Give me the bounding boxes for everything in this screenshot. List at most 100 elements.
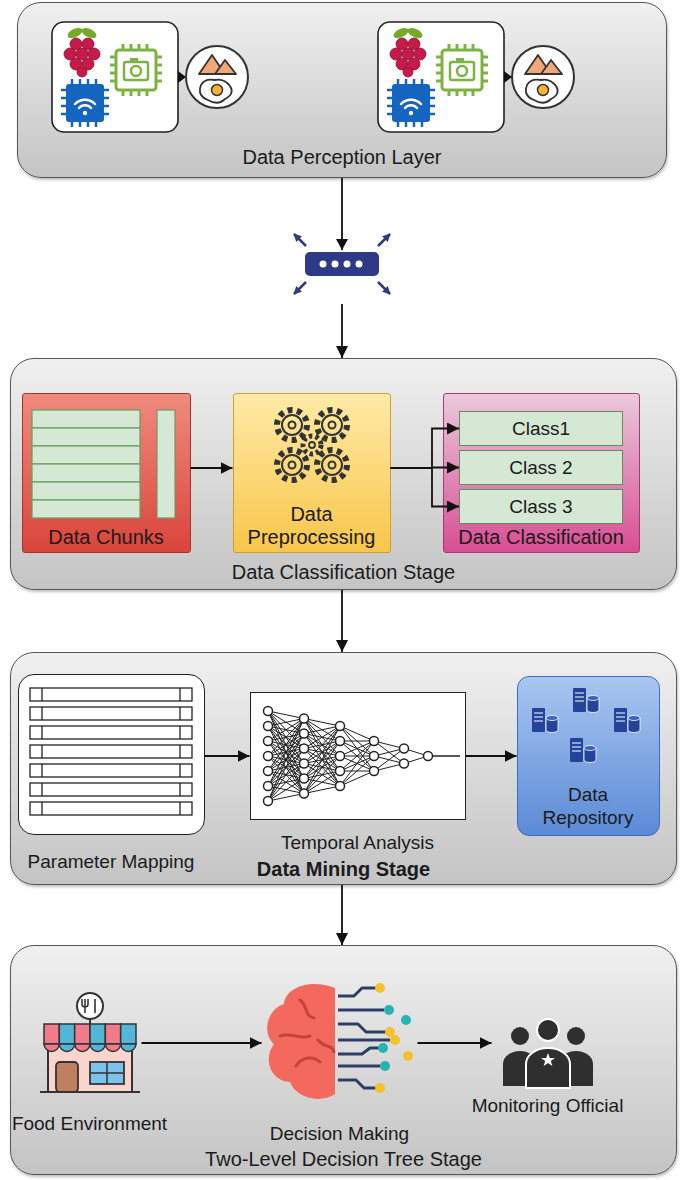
network-link	[340, 726, 374, 741]
network-neuron	[264, 782, 273, 791]
node-label: Monitoring Official	[412, 1094, 684, 1117]
network-link	[304, 719, 340, 757]
class-box: Class 2	[459, 450, 623, 485]
node-label: Class 2	[460, 451, 622, 484]
brain-node: Decision Making	[262, 982, 418, 1100]
network-link	[374, 749, 404, 772]
network-link	[304, 741, 340, 779]
router-icon	[356, 261, 363, 268]
network-neuron	[336, 722, 345, 731]
network-link	[304, 749, 340, 757]
network-link	[374, 749, 404, 757]
network-link	[304, 719, 340, 742]
network-link	[268, 749, 304, 772]
restaurant-icon	[82, 999, 95, 1013]
network-neuron	[370, 767, 379, 776]
network-neuron	[336, 752, 345, 761]
brain-icon	[267, 984, 335, 1099]
router-icon	[320, 261, 327, 268]
network-link	[374, 764, 404, 772]
gear-icon	[322, 415, 342, 435]
server-icon	[532, 688, 640, 763]
mapping-rows	[30, 764, 192, 777]
flow-arrow	[142, 1042, 262, 1044]
network-link	[304, 719, 340, 772]
stage-band: Two-Level Decision Tree StageFood Enviro…	[10, 945, 677, 1175]
network-link	[268, 786, 304, 794]
network-neuron	[300, 744, 309, 753]
stage-label: Data Classification Stage	[11, 561, 676, 584]
server-icon	[614, 708, 640, 733]
router-icon	[344, 261, 351, 268]
mapping-rows	[30, 688, 192, 815]
network-link	[268, 734, 304, 787]
network-link	[304, 726, 340, 764]
stage-band: Data Mining StageParameter MappingTempor…	[10, 652, 677, 885]
restaurant-icon	[44, 1044, 59, 1051]
flow-arrow	[391, 429, 460, 469]
network-neuron	[300, 759, 309, 768]
network-link	[268, 741, 304, 764]
brain-icon	[385, 1027, 395, 1037]
gear-icon	[282, 415, 302, 435]
network-link	[268, 719, 304, 757]
network-link	[304, 749, 340, 787]
officials-icon	[503, 1019, 593, 1088]
router-icon	[332, 261, 339, 268]
network-link	[304, 749, 340, 772]
flow-arrow	[341, 885, 343, 945]
brain-icon	[375, 983, 385, 993]
network-link	[268, 756, 304, 779]
data-chunk-rows	[157, 410, 175, 518]
network-link	[340, 741, 374, 771]
network-link	[268, 726, 304, 764]
network-link	[268, 749, 304, 757]
brain-icon	[384, 1005, 394, 1015]
network-neuron	[400, 744, 409, 753]
restaurant-icon	[90, 1062, 124, 1084]
network-neuron	[336, 737, 345, 746]
mapping-rows	[30, 802, 192, 815]
network-link	[304, 741, 340, 749]
mapping-rows	[30, 707, 192, 720]
router-icon	[378, 234, 390, 246]
network-link	[304, 764, 340, 772]
network-link	[268, 734, 304, 742]
network-link	[304, 719, 340, 787]
officials-icon	[541, 1053, 555, 1066]
restaurant-icon	[48, 1046, 132, 1092]
network-link	[304, 726, 340, 794]
neural-network	[264, 707, 461, 806]
network-neuron	[370, 752, 379, 761]
flow-arrow	[191, 467, 233, 469]
network-link	[268, 711, 304, 734]
officials-icon	[559, 1051, 593, 1086]
network-link	[268, 711, 304, 794]
brain-icon	[390, 1035, 400, 1045]
gear-icon	[277, 410, 307, 440]
flow-arrow	[418, 1042, 492, 1044]
capture-arrow	[504, 71, 512, 83]
node-label: Parameter Mapping	[0, 850, 284, 873]
node-label: Class 3	[460, 490, 622, 523]
node-label: Data Chunks	[23, 526, 190, 549]
network-link	[268, 711, 304, 749]
restaurant-icon	[56, 1062, 78, 1092]
network-link	[268, 779, 304, 802]
network-link	[268, 779, 304, 787]
network-link	[268, 711, 304, 779]
network-link	[304, 734, 340, 742]
network-link	[340, 756, 374, 757]
node-label: Class1	[460, 412, 622, 445]
stage-band: Data Perception Layer	[17, 2, 667, 178]
mapping-rows	[30, 726, 192, 739]
network-neuron	[264, 767, 273, 776]
network-link	[304, 741, 340, 764]
data-chunk-rows	[32, 500, 140, 518]
restaurant-icon	[77, 993, 103, 1019]
network-link	[304, 726, 340, 749]
brain-icon	[267, 983, 413, 1099]
network-link	[304, 771, 340, 794]
